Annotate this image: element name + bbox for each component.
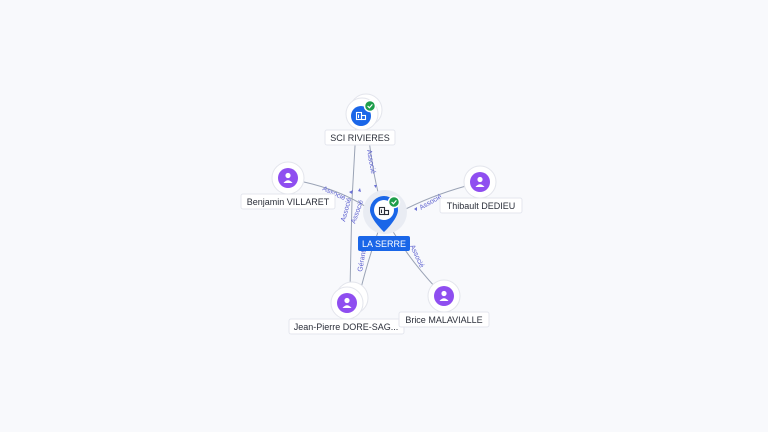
edge-label: Associé: [365, 149, 376, 174]
node-label: Benjamin VILLARET: [247, 197, 330, 207]
arrow-head: [414, 207, 417, 211]
node-brice-malavialle[interactable]: Brice MALAVIALLE: [398, 279, 490, 328]
person-icon: [283, 172, 293, 183]
building-icon: [355, 111, 367, 121]
edge-sci-center-2: [349, 127, 357, 291]
building-icon: [378, 206, 390, 216]
verified-check-icon: [363, 99, 377, 113]
node-label: Jean-Pierre DORE-SAG...: [294, 322, 399, 332]
edge-benjamin-center: [303, 181, 369, 209]
node-sci-rivieres[interactable]: SCI RIVIERES: [324, 93, 396, 146]
node-thibault-dedieu[interactable]: Thibault DEDIEU: [439, 165, 523, 214]
node-label: SCI RIVIERES: [330, 133, 390, 143]
node-jean-pierre[interactable]: Jean-Pierre DORE-SAG...: [288, 281, 405, 335]
node-label: Thibault DEDIEU: [447, 201, 516, 211]
edge-brice-center: [391, 229, 437, 289]
center-node-la-serre[interactable]: LA SERRE: [358, 190, 410, 251]
person-icon: [475, 176, 485, 187]
node-label: Brice MALAVIALLE: [405, 315, 482, 325]
edge-label: Gérant: [357, 250, 368, 272]
center-node-label: LA SERRE: [362, 239, 406, 249]
person-icon: [342, 297, 352, 308]
verified-check-icon: [387, 195, 401, 209]
arrow-head: [349, 190, 353, 194]
arrow-head: [374, 185, 377, 188]
node-benjamin-villaret[interactable]: Benjamin VILLARET: [240, 161, 336, 210]
person-icon: [439, 290, 449, 301]
arrow-head: [358, 188, 361, 192]
